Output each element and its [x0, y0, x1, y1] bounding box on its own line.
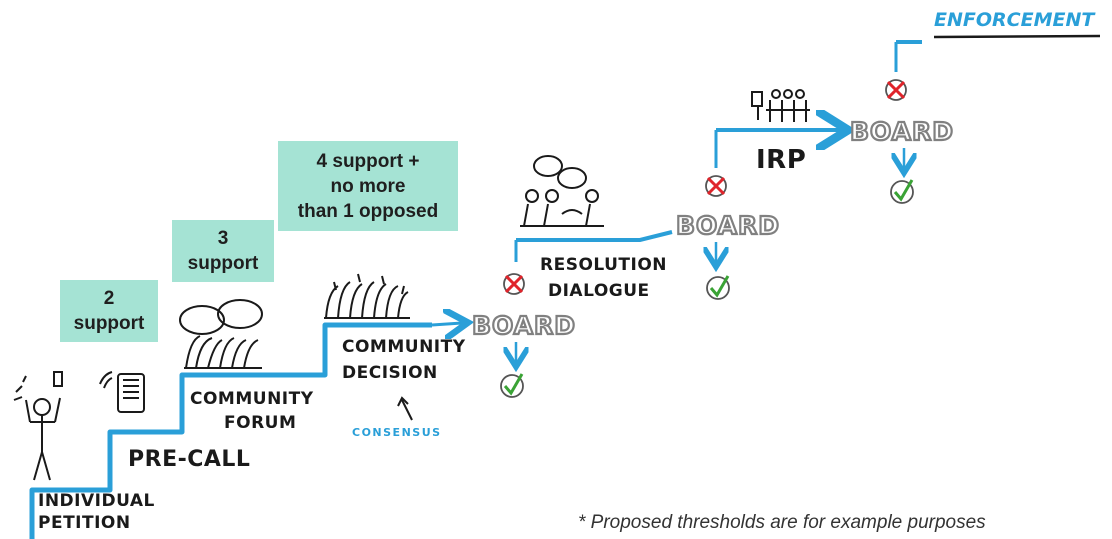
enforcement-underline	[933, 34, 1101, 39]
threshold-box-2-support: 2 support	[60, 280, 158, 342]
resolution-step-path	[516, 230, 673, 242]
phone-icon	[99, 371, 145, 413]
community-decision-label-line2: DECISION	[342, 363, 438, 383]
board-label-1: BOARD	[472, 311, 576, 340]
threshold-box-4-support: 4 support + no more than 1 opposed	[278, 141, 458, 231]
dialogue-table-icon	[520, 155, 604, 227]
approve-check-icon	[500, 373, 524, 398]
staircase-path	[29, 322, 432, 539]
threshold-box-3-support: 3 support	[172, 220, 274, 282]
board-label-3: BOARD	[850, 117, 954, 146]
community-forum-label-line2: FORUM	[224, 413, 296, 433]
community-decision-label-line1: COMMUNITY	[342, 337, 466, 357]
consensus-arrowhead	[397, 396, 409, 407]
individual-petition-label-line2: PETITION	[38, 513, 131, 533]
petitioner-figure-icon	[13, 371, 63, 481]
reject-cross-icon	[503, 273, 525, 295]
resolution-dialogue-label-line1: RESOLUTION	[540, 255, 667, 275]
decision-to-board-arrow	[431, 323, 462, 325]
community-forum-label-line1: COMMUNITY	[190, 389, 314, 409]
pre-call-label: PRE-CALL	[128, 447, 250, 472]
approve-check-icon	[706, 275, 730, 300]
footnote: * Proposed thresholds are for example pu…	[578, 512, 986, 533]
board-label-2: BOARD	[676, 211, 780, 240]
irp-panel-icon	[751, 89, 810, 122]
consensus-arrow	[401, 399, 413, 421]
resolution-dialogue-label-line2: DIALOGUE	[548, 281, 650, 301]
approve-check-icon	[890, 179, 914, 204]
consensus-label: CONSENSUS	[352, 426, 442, 439]
decision-crowd-icon	[324, 273, 410, 319]
reject-cross-icon	[885, 79, 907, 101]
reject-cross-icon	[705, 175, 727, 197]
enforcement-title: ENFORCEMENT	[934, 9, 1096, 31]
forum-crowd-icon	[179, 299, 263, 369]
irp-label: IRP	[756, 145, 806, 175]
individual-petition-label-line1: INDIVIDUAL	[38, 491, 155, 511]
